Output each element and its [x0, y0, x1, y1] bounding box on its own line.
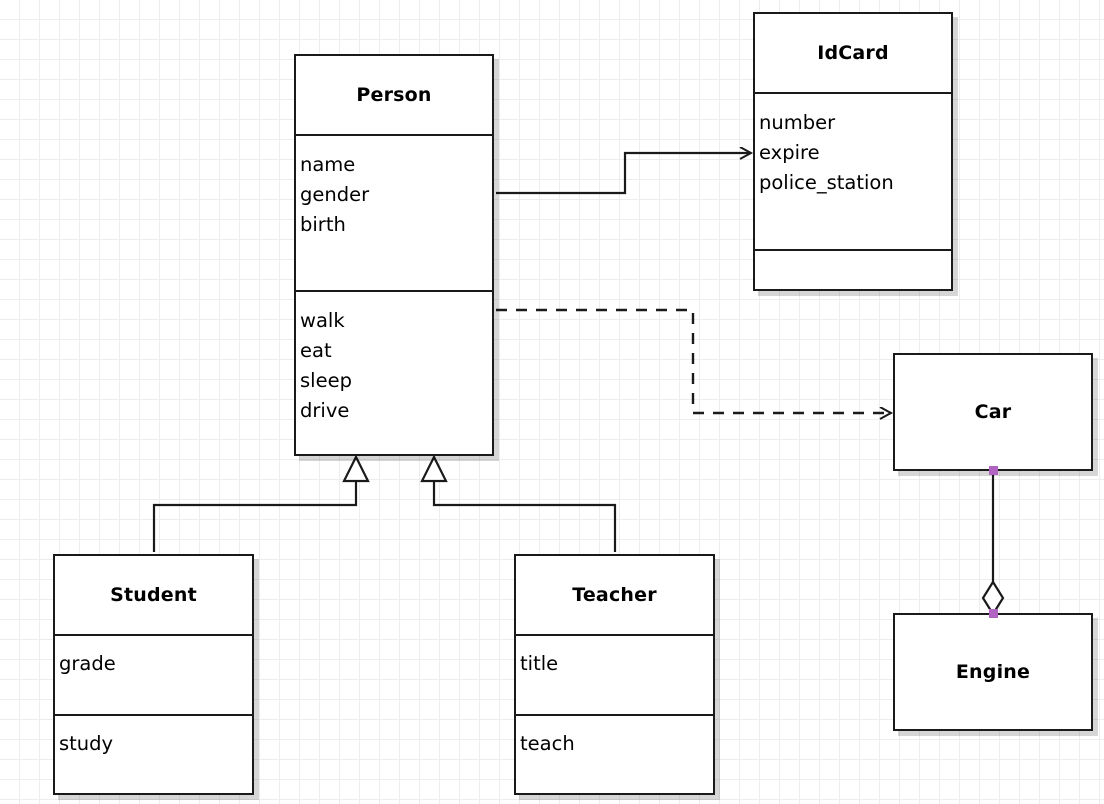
method-item: teach — [520, 732, 575, 755]
class-name-engine: Engine — [955, 661, 1031, 683]
class-name-idcard: IdCard — [817, 42, 889, 64]
attribute-item: name — [300, 153, 356, 176]
selection-handle-engine-top[interactable] — [989, 609, 998, 618]
methods-student: study — [55, 714, 252, 793]
attribute-item: grade — [59, 652, 116, 675]
class-box-teacher[interactable]: Teacher title teach — [514, 554, 715, 795]
class-name-car: Car — [974, 401, 1012, 423]
method-item: drive — [300, 399, 350, 422]
class-name-student: Student — [110, 584, 197, 606]
class-name-person: Person — [356, 84, 432, 106]
edge-person-car[interactable] — [496, 308, 891, 413]
attribute-item: gender — [300, 183, 370, 206]
attributes-student: grade — [55, 634, 252, 714]
method-item: walk — [300, 309, 345, 332]
attribute-item: birth — [300, 213, 346, 236]
class-box-idcard[interactable]: IdCard number expire police_station — [753, 12, 953, 291]
class-box-person[interactable]: Person name gender birth walk eat sleep … — [294, 54, 494, 456]
attribute-item: expire — [759, 141, 820, 164]
attributes-person: name gender birth — [296, 134, 492, 290]
selection-handle-car-bottom[interactable] — [989, 466, 998, 475]
attributes-teacher: title — [516, 634, 713, 714]
methods-teacher: teach — [516, 714, 713, 793]
class-box-student[interactable]: Student grade study — [53, 554, 254, 795]
attributes-idcard: number expire police_station — [755, 92, 951, 249]
edge-student-person[interactable] — [152, 454, 370, 552]
class-name-teacher: Teacher — [572, 584, 657, 606]
class-box-car[interactable]: Car — [893, 353, 1093, 471]
attribute-item: police_station — [759, 171, 894, 194]
methods-person: walk eat sleep drive — [296, 290, 492, 454]
edge-person-idcard[interactable] — [496, 153, 751, 195]
attribute-item: number — [759, 111, 836, 134]
method-item: study — [59, 732, 114, 755]
class-box-engine[interactable]: Engine — [893, 613, 1093, 731]
attribute-item: title — [520, 652, 559, 675]
method-item: sleep — [300, 369, 352, 392]
methods-idcard — [755, 249, 951, 293]
edge-car-engine[interactable] — [981, 473, 1005, 617]
edge-teacher-person[interactable] — [420, 454, 617, 552]
method-item: eat — [300, 339, 332, 362]
